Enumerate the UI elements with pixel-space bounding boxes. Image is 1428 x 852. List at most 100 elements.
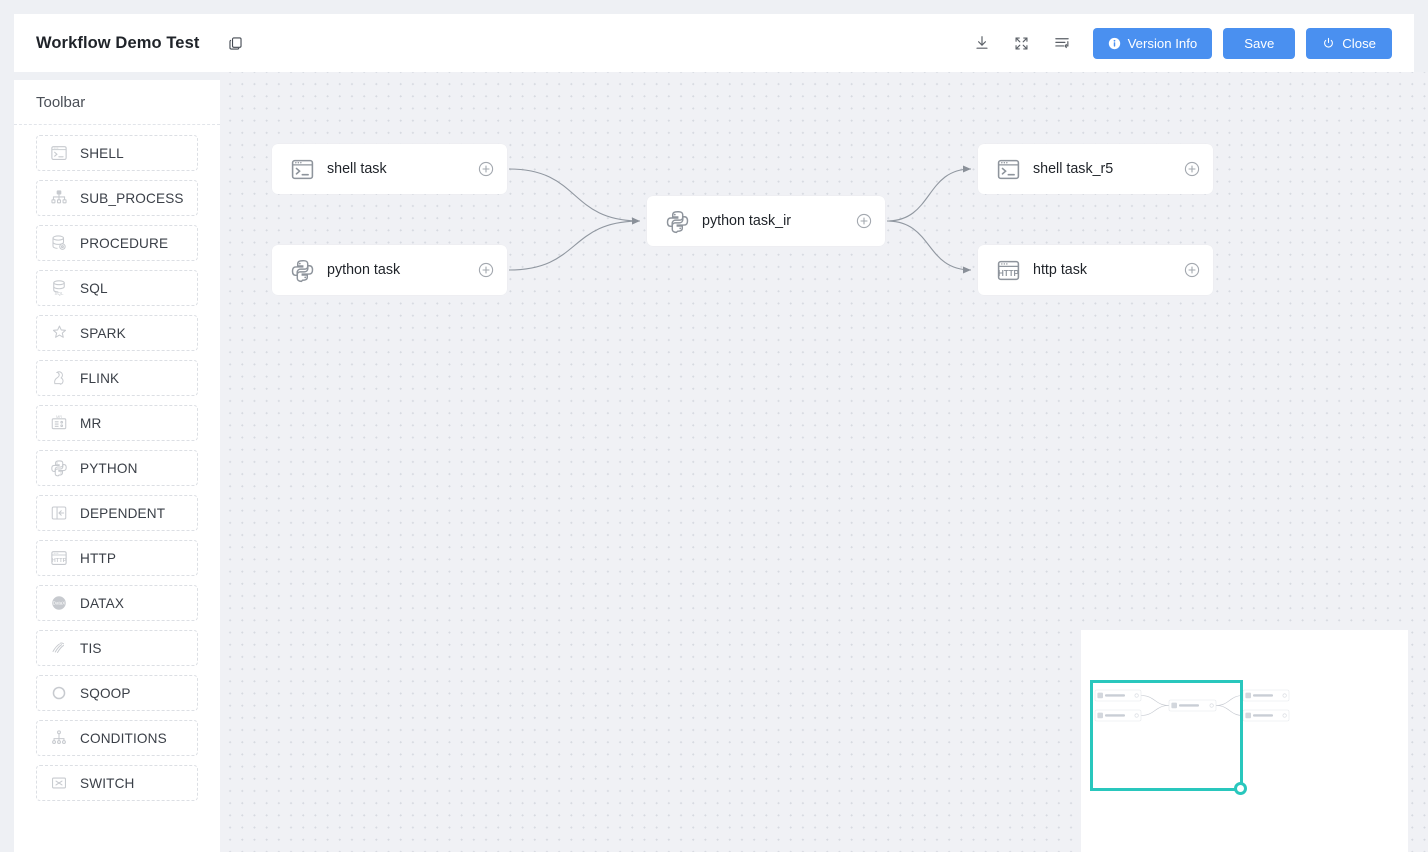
toolbar-item-label: DATAX [80,595,125,611]
toolbar-item-tis[interactable]: TIS [36,630,198,666]
format-lines-icon[interactable] [1042,26,1082,60]
workflow-node-n1[interactable]: shell task [272,144,507,194]
toolbar-item-label: SQOOP [80,685,131,701]
toolbar-item-label: MR [80,415,102,431]
switch-icon [49,773,69,793]
page-title: Workflow Demo Test [36,33,200,52]
minimap-node [1094,709,1142,722]
toolbar-item-label: PROCEDURE [80,235,169,251]
python-icon [664,208,690,234]
svg-text:DataX: DataX [53,601,66,606]
copy-icon[interactable] [225,33,245,53]
minimap-edge [1215,705,1244,716]
add-downstream-icon[interactable] [1183,262,1200,279]
terminal-icon [289,156,315,182]
toolbar-item-http[interactable]: HTTP HTTP [36,540,198,576]
workflow-edges [508,165,972,274]
minimap-node [1168,699,1217,712]
toolbar-item-dependent[interactable]: DEPENDENT [36,495,198,531]
datax-circle-icon: DataX [49,593,69,613]
toolbar-item-spark[interactable]: SPARK [36,315,198,351]
toolbar-item-datax[interactable]: DataX DATAX [36,585,198,621]
fullscreen-icon[interactable] [1002,26,1042,60]
workflow-node-n4[interactable]: shell task_r5 [978,144,1213,194]
toolbar-item-mr[interactable]: MR MR [36,405,198,441]
minimap-resize-handle[interactable] [1234,782,1247,795]
minimap-panel[interactable] [1081,630,1408,852]
add-downstream-icon[interactable] [855,213,872,230]
workflow-node-n3[interactable]: python task_ir [647,196,885,246]
workflow-canvas[interactable]: shell task python task python task_ir shell… [220,72,1428,852]
terminal-icon [49,143,69,163]
terminal-icon [995,156,1021,182]
database-sql-icon: SQL [49,278,69,298]
sitemap-icon [49,188,69,208]
workflow-node-label: python task_ir [702,213,792,229]
toolbar-item-python[interactable]: PYTHON [36,450,198,486]
minimap-viewport[interactable] [1090,680,1247,795]
toolbar-item-label: HTTP [80,550,117,566]
svg-text:HTTP: HTTP [52,558,67,564]
workflow-edge[interactable] [886,220,972,274]
header-bar: Workflow Demo Test [14,14,1414,72]
dependent-icon [49,503,69,523]
workflow-node-label: shell task_r5 [1033,161,1114,177]
save-button[interactable]: Save [1223,27,1296,59]
svg-text:MR: MR [56,414,62,419]
workflow-edge[interactable] [508,168,641,225]
toolbar-item-sqoop[interactable]: SQOOP [36,675,198,711]
minimap-node [1242,709,1290,722]
workflow-node-label: http task [1033,262,1088,278]
http-icon: HTTP [995,257,1021,283]
toolbar-item-procedure[interactable]: PROCEDURE [36,225,198,261]
save-label: Save [1244,35,1275,51]
toolbar-item-sql[interactable]: SQL SQL [36,270,198,306]
close-button[interactable]: Close [1306,27,1392,59]
python-icon [289,257,315,283]
toolbar-item-switch[interactable]: SWITCH [36,765,198,801]
workflow-node-n2[interactable]: python task [272,245,507,295]
flink-squirrel-icon [49,368,69,388]
svg-text:HTTP: HTTP [998,269,1019,278]
info-icon [1108,37,1121,50]
download-icon[interactable] [962,26,1002,60]
workflow-node-n5[interactable]: HTTP http task [978,245,1213,295]
close-label: Close [1342,35,1376,51]
add-downstream-icon[interactable] [477,161,494,178]
toolbar-item-label: SQL [80,280,108,296]
tis-icon [49,638,69,658]
toolbar-item-label: TIS [80,640,102,656]
add-downstream-icon[interactable] [1183,161,1200,178]
minimap-edge [1140,705,1170,716]
workflow-node-label: python task [327,262,401,278]
minimap-graph [1094,689,1290,722]
add-downstream-icon[interactable] [477,262,494,279]
toolbar-item-label: SHELL [80,145,124,161]
toolbar-item-shell[interactable]: SHELL [36,135,198,171]
version-info-button[interactable]: Version Info [1092,27,1213,59]
toolbar-item-conditions[interactable]: CONDITIONS [36,720,198,756]
mapreduce-icon: MR [49,413,69,433]
python-icon [49,458,69,478]
sqoop-ring-icon [49,683,69,703]
http-icon: HTTP [49,548,69,568]
workflow-edge[interactable] [508,217,641,271]
database-gear-icon [49,233,69,253]
power-icon [1322,37,1335,50]
toolbar-item-label: CONDITIONS [80,730,167,746]
toolbar-item-label: SPARK [80,325,126,341]
minimap-node [1242,689,1290,702]
version-info-label: Version Info [1127,35,1198,51]
conditions-icon [49,728,69,748]
minimap-edge [1215,695,1244,706]
header-actions: Version Info Save Close [962,26,1392,60]
toolbar-item-label: SWITCH [80,775,135,791]
toolbar-item-sub_process[interactable]: SUB_PROCESS [36,180,198,216]
spark-star-icon [49,323,69,343]
toolbar-item-label: DEPENDENT [80,505,166,521]
toolbar-item-list: SHELL SUB_PROCESS PROCEDURE SQL SQL SPARK FLIN… [14,125,220,801]
toolbar-item-flink[interactable]: FLINK [36,360,198,396]
workflow-edge[interactable] [886,165,972,222]
